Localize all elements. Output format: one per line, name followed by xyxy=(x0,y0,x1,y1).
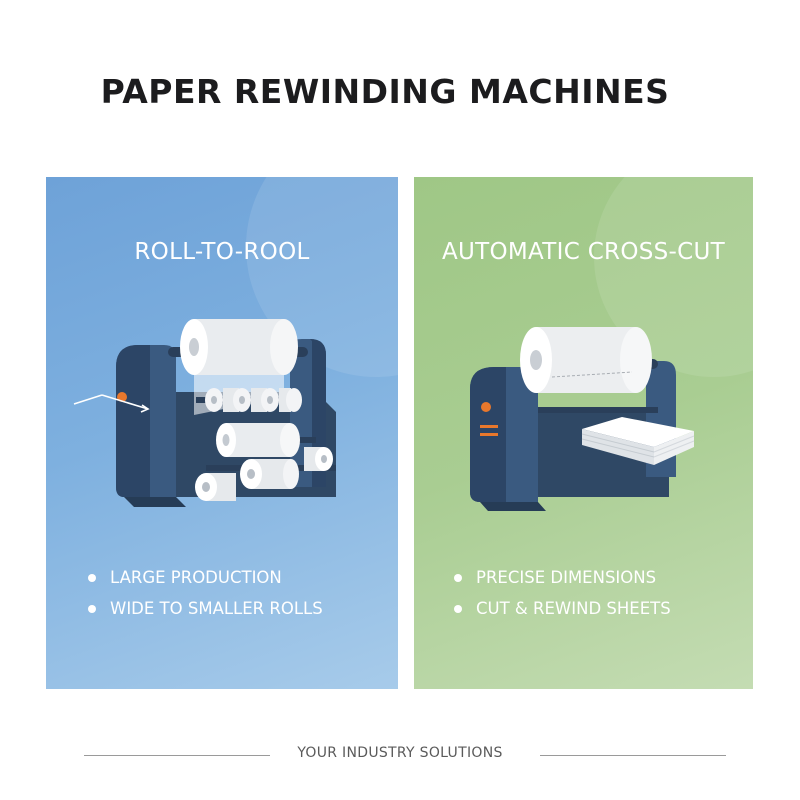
bullet-icon xyxy=(88,604,96,613)
panel-heading: ROLL-TO-ROOL xyxy=(134,239,310,265)
footer-divider-left xyxy=(84,755,270,756)
bullet-icon xyxy=(454,604,462,613)
arrow-icon xyxy=(73,394,150,413)
bullet-icon xyxy=(88,573,96,582)
sheet-stack xyxy=(581,417,695,465)
control-line-icon xyxy=(480,433,498,436)
panel-heading: AUTOMATIC CROSS-CUT xyxy=(441,239,725,265)
bullet-icon xyxy=(454,573,462,582)
page-title: PAPER REWINDING MACHINES xyxy=(100,72,670,111)
bullet-text: CUT & REWIND SHEETS xyxy=(476,599,671,618)
control-line-icon xyxy=(480,425,498,428)
list-item: CUT & REWIND SHEETS xyxy=(454,593,671,624)
list-item: LARGE PRODUCTION xyxy=(88,562,323,593)
roll-to-roll-machine-icon xyxy=(73,319,336,507)
cross-cut-panel: AUTOMATIC CROSS-CUT xyxy=(414,177,753,689)
bullet-text: LARGE PRODUCTION xyxy=(110,568,282,587)
cross-cut-machine-icon xyxy=(470,327,695,511)
list-item: WIDE TO SMALLER ROLLS xyxy=(88,593,323,624)
paper-roll xyxy=(520,327,652,393)
footer-divider-right xyxy=(540,755,726,756)
footer-tagline: YOUR INDUSTRY SOLUTIONS xyxy=(297,745,503,761)
bullet-text: PRECISE DIMENSIONS xyxy=(476,568,657,587)
bullet-text: WIDE TO SMALLER ROLLS xyxy=(110,599,323,618)
feature-list: PRECISE DIMENSIONS CUT & REWIND SHEETS xyxy=(454,562,671,624)
roll-to-roll-panel: ROLL-TO-ROOL xyxy=(46,177,398,689)
list-item: PRECISE DIMENSIONS xyxy=(454,562,671,593)
top-paper-roll xyxy=(180,319,298,375)
feature-list: LARGE PRODUCTION WIDE TO SMALLER ROLLS xyxy=(88,562,323,624)
indicator-light-icon xyxy=(481,402,491,412)
